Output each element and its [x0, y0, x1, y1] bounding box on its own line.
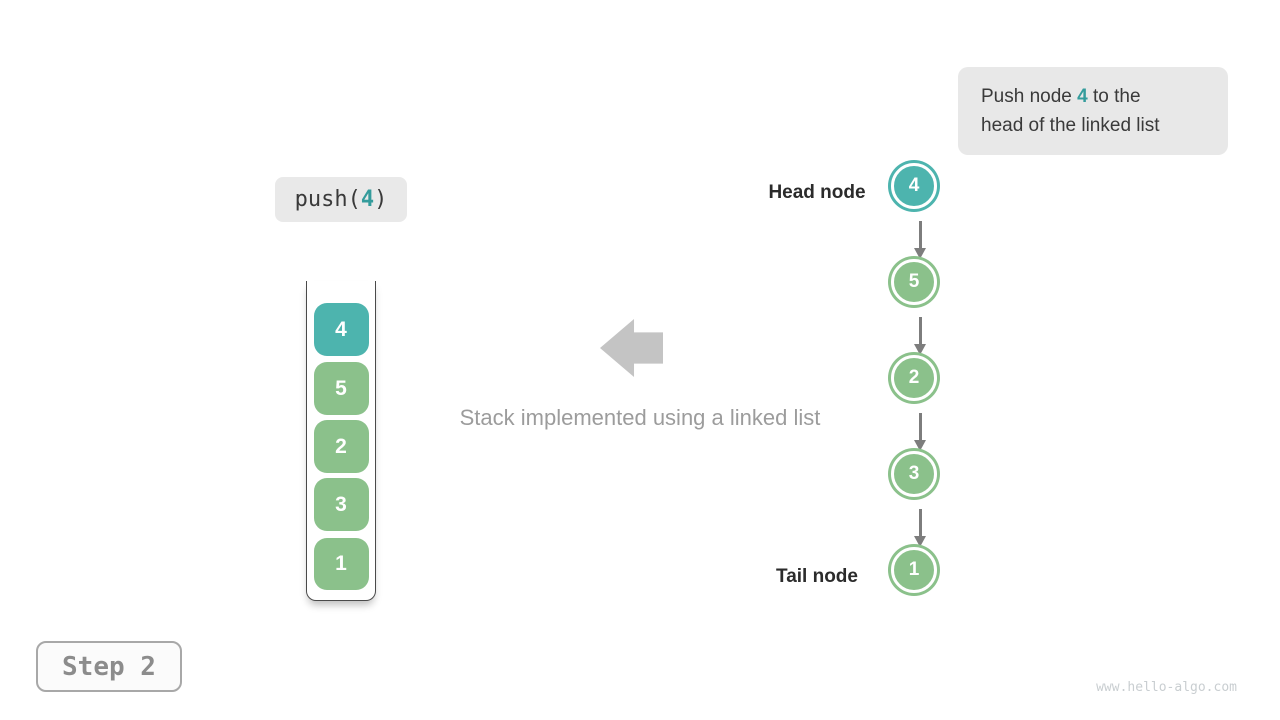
- linked-list-node: 1: [891, 547, 937, 593]
- linked-list-node: 3: [891, 451, 937, 497]
- tail-node-label: Tail node: [776, 566, 858, 587]
- operation-argument: 4: [360, 187, 375, 212]
- down-arrow-icon: [914, 509, 927, 547]
- callout-highlight-value: 4: [1077, 86, 1088, 107]
- stack-item: 1: [313, 538, 369, 590]
- callout-text-suffix: to the head of the linked list: [981, 86, 1160, 136]
- stack-item: 3: [313, 478, 369, 531]
- stack-item: 4: [313, 303, 369, 356]
- linked-list-node: 4: [891, 163, 937, 209]
- caption: Stack implemented using a linked list: [459, 405, 821, 430]
- step-badge: Step 2: [36, 641, 182, 692]
- down-arrow-icon: [914, 317, 927, 355]
- stack-item: 5: [313, 362, 369, 415]
- callout-text-prefix: Push node: [981, 86, 1078, 107]
- operation-suffix: ): [374, 187, 388, 212]
- linked-list-node: 5: [891, 259, 937, 305]
- stack-container: 4 5 2 3 1: [306, 281, 376, 601]
- down-arrow-icon: [914, 413, 927, 451]
- left-block-arrow-icon: [600, 319, 663, 377]
- down-arrow-icon: [914, 221, 927, 259]
- head-node-label: Head node: [768, 182, 866, 203]
- watermark: www.hello-algo.com: [1096, 680, 1237, 695]
- stack-item: 2: [313, 420, 369, 473]
- push-operation-badge: push(4): [275, 177, 407, 222]
- operation-prefix: push(: [294, 187, 361, 212]
- callout-bubble: Push node 4 to the head of the linked li…: [958, 67, 1228, 155]
- linked-list-node: 2: [891, 355, 937, 401]
